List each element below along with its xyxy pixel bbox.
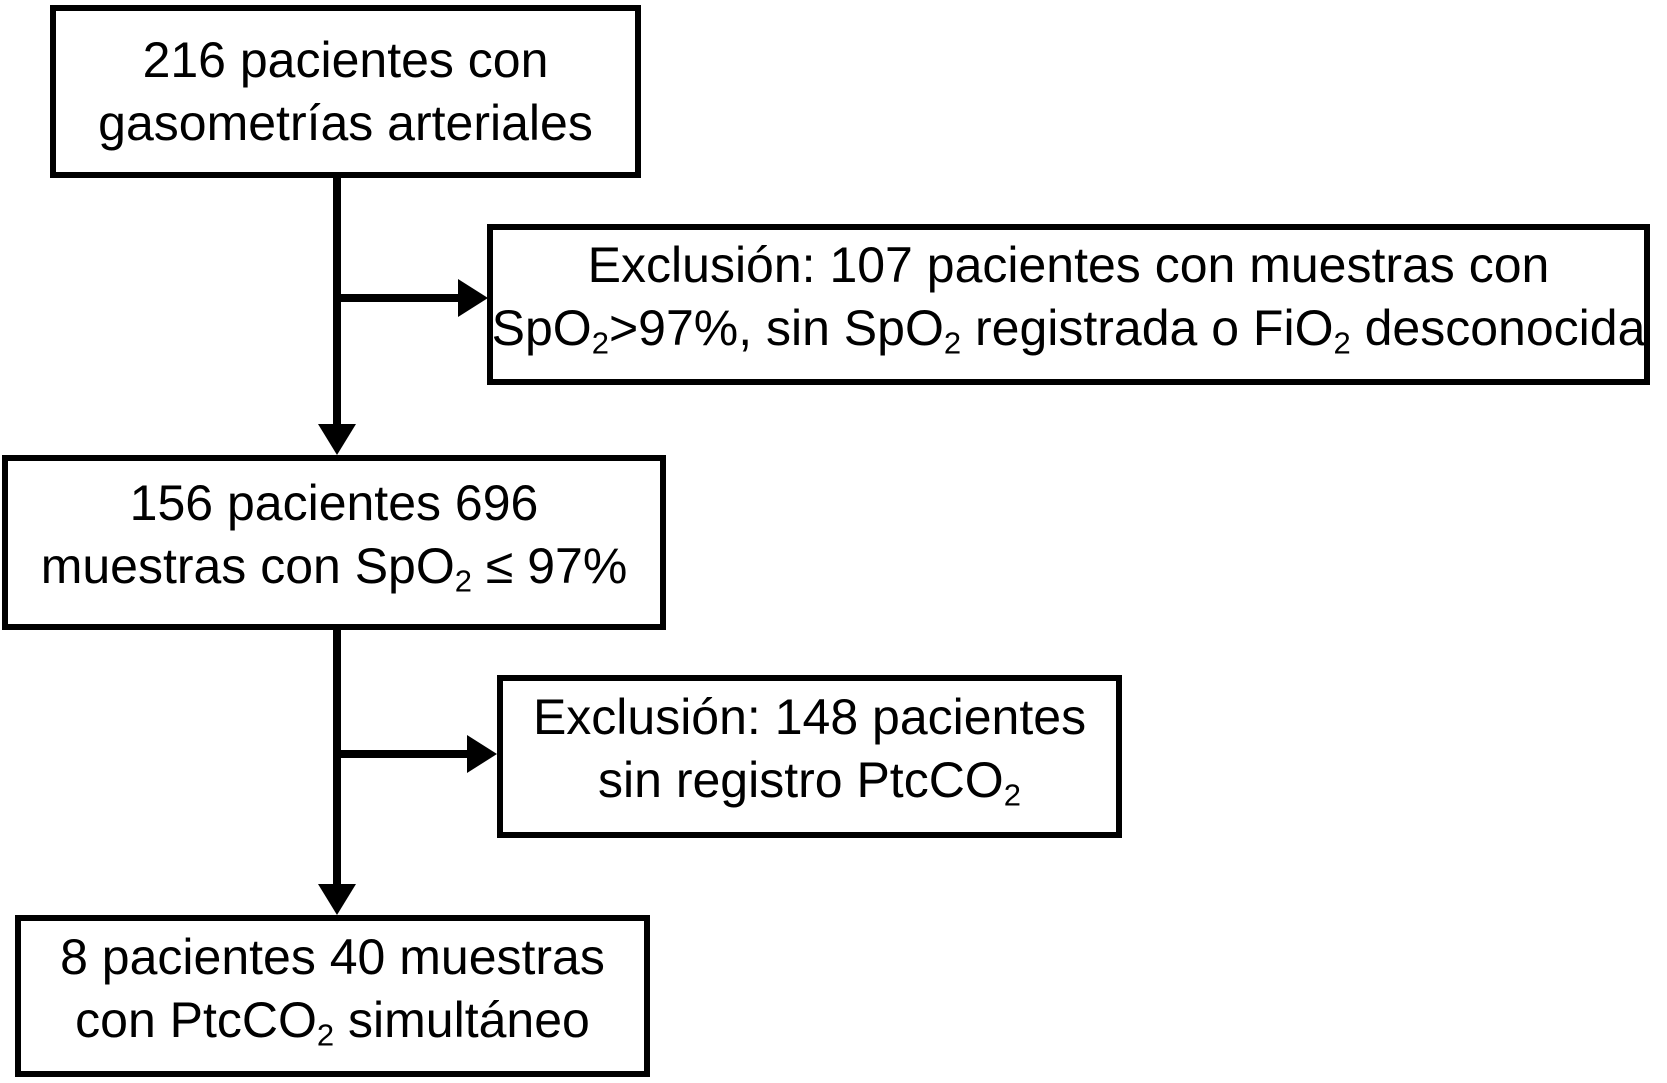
node-exclusion-1: Exclusión: 107 pacientes con muestras co…: [487, 224, 1650, 385]
arrowhead-down-1-icon: [318, 424, 356, 455]
arrowhead-right-1-icon: [458, 279, 488, 317]
node-exclusion-1-line1: Exclusión: 107 pacientes con muestras co…: [587, 237, 1550, 294]
node-final-patients: 8 pacientes 40 muestras con PtcCO2 simul…: [15, 915, 650, 1077]
node-final-patients-line1: 8 pacientes 40 muestras: [60, 928, 605, 985]
node-exclusion-2: Exclusión: 148 pacientes sin registro Pt…: [497, 675, 1122, 838]
node-final-patients-line2: con PtcCO2 simultáneo: [75, 991, 590, 1053]
node-total-patients: 216 pacientes con gasometrías arteriales: [50, 5, 641, 178]
connector-branch-2: [333, 750, 468, 758]
node-exclusion-1-line2: SpO2>97%, sin SpO2 registrada o FiO2 des…: [491, 300, 1646, 361]
connector-branch-1: [333, 294, 459, 302]
node-included-samples-line1: 156 pacientes 696: [129, 475, 539, 532]
node-included-samples-line2: muestras con SpO2 ≤ 97%: [40, 538, 628, 599]
node-exclusion-2-line2: sin registro PtcCO2: [598, 752, 1021, 813]
node-total-patients-line2: gasometrías arteriales: [98, 94, 593, 151]
arrowhead-down-2-icon: [318, 884, 356, 915]
arrowhead-right-2-icon: [467, 735, 497, 773]
node-total-patients-line1: 216 pacientes con: [142, 31, 549, 88]
node-exclusion-2-line1: Exclusión: 148 pacientes: [532, 689, 1087, 746]
node-included-samples: 156 pacientes 696 muestras con SpO2 ≤ 97…: [2, 455, 666, 630]
